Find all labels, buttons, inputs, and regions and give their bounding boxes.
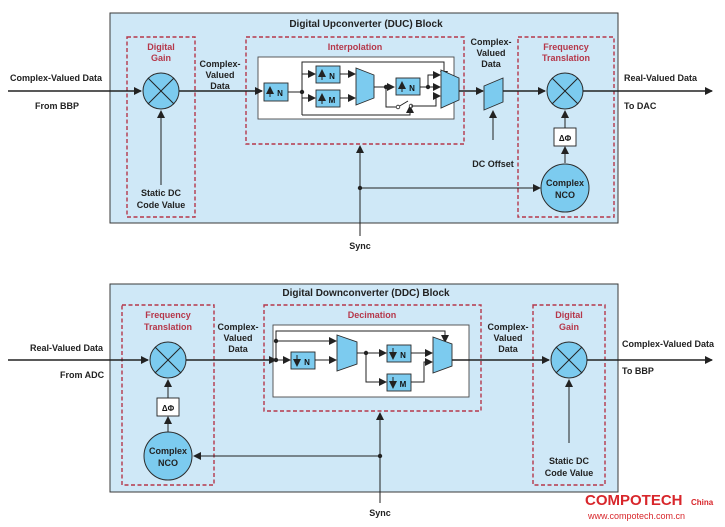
- ddc-decim-m1-block: M: [386, 373, 412, 392]
- duc-digital-gain-label-2: Gain: [151, 53, 171, 63]
- ddc-freq-multiplier: [149, 341, 187, 379]
- duc-input-label-2: From BBP: [35, 101, 79, 111]
- compotech-watermark: COMPOTECH China www.compotech.com.cn: [585, 492, 714, 521]
- duc-output-label: Real-Valued Data: [624, 73, 698, 83]
- duc-digital-gain-section: [126, 36, 196, 218]
- svg-text:ΔΦ: ΔΦ: [162, 404, 175, 413]
- ddc-frequency-translation-section: [121, 304, 215, 486]
- duc-block: Digital Upconverter (DUC) Block Digital …: [8, 12, 713, 251]
- ddc-static-dc-label-2: Code Value: [545, 468, 594, 478]
- ddc-digital-gain-label-2: Gain: [559, 322, 579, 332]
- ddc-gain-multiplier: [550, 341, 588, 379]
- duc-interp-m1-block: M: [315, 89, 341, 108]
- duc-digital-gain-label: Digital: [147, 42, 175, 52]
- duc-phase-block: ΔΦ: [553, 127, 577, 147]
- duc-mid-label2-2: Valued: [476, 48, 505, 58]
- duc-title: Digital Upconverter (DUC) Block: [289, 19, 443, 30]
- duc-mid-label2-3: Data: [481, 59, 502, 69]
- ddc-mux-1: [336, 334, 358, 372]
- duc-output-label-2: To DAC: [624, 101, 657, 111]
- ddc-input-label-2: From ADC: [60, 370, 105, 380]
- duc-mux-2: [440, 69, 460, 109]
- duc-dc-offset-adder: [483, 77, 504, 111]
- ddc-freq-trans-label: Frequency: [145, 310, 191, 320]
- ddc-output-label-2: To BBP: [622, 366, 654, 376]
- duc-mux-1: [355, 67, 375, 106]
- duc-switch-line: [385, 87, 398, 108]
- ddc-freq-trans-label-2: Translation: [144, 322, 192, 332]
- duc-gain-multiplier: [142, 72, 180, 110]
- duc-sync-label: Sync: [349, 241, 371, 251]
- svg-text:N: N: [409, 84, 415, 93]
- ddc-decim-n1-block: N: [290, 351, 316, 370]
- ddc-block: Digital Downconverter (DDC) Block Freque…: [8, 283, 715, 518]
- ddc-decimation-label: Decimation: [348, 310, 397, 320]
- duc-interp-n1-block: N: [263, 82, 289, 102]
- ddc-decim-n2-block: N: [386, 344, 412, 363]
- svg-text:ΔΦ: ΔΦ: [559, 134, 572, 143]
- duc-static-dc-label: Static DC: [141, 188, 182, 198]
- ddc-mid-label2: Complex-: [487, 322, 528, 332]
- ddc-static-dc-label: Static DC: [549, 456, 590, 466]
- duc-static-dc-label-2: Code Value: [137, 200, 186, 210]
- svg-text:Complex: Complex: [149, 446, 187, 456]
- svg-text:N: N: [304, 358, 310, 367]
- ddc-phase-block: ΔΦ: [156, 397, 180, 417]
- duc-freq-trans-label-2: Translation: [542, 53, 590, 63]
- duc-nco: Complex NCO: [540, 163, 590, 213]
- svg-text:NCO: NCO: [555, 190, 575, 200]
- ddc-mid-label-2: Valued: [223, 333, 252, 343]
- svg-text:Complex: Complex: [546, 178, 584, 188]
- svg-text:N: N: [277, 89, 283, 98]
- ddc-input-label: Real-Valued Data: [30, 343, 104, 353]
- duc-freq-multiplier: [546, 72, 584, 110]
- duc-mid-label-2: Valued: [205, 70, 234, 80]
- duc-mid-label-3: Data: [210, 81, 231, 91]
- svg-text:China: China: [691, 498, 714, 507]
- ddc-bypass-top: [275, 330, 449, 360]
- duc-input-label: Complex-Valued Data: [10, 73, 103, 83]
- ddc-mux-2: [432, 336, 453, 374]
- duc-interp-n2-block: N: [315, 65, 341, 84]
- duc-interp-n3-block: N: [395, 77, 421, 96]
- ddc-digital-gain-section: [532, 304, 606, 486]
- duc-mid-label: Complex-: [199, 59, 240, 69]
- svg-text:M: M: [400, 380, 407, 389]
- duc-freq-trans-label: Frequency: [543, 42, 589, 52]
- ddc-decimation-section: [263, 304, 482, 412]
- ddc-output-label: Complex-Valued Data: [622, 339, 715, 349]
- duc-bypass-bottom: [302, 105, 414, 116]
- svg-text:M: M: [329, 96, 336, 105]
- ddc-mid-label2-3: Data: [498, 344, 519, 354]
- svg-text:N: N: [400, 351, 406, 360]
- ddc-title: Digital Downconverter (DDC) Block: [282, 288, 450, 299]
- ddc-mid-label-3: Data: [228, 344, 249, 354]
- ddc-mid-label: Complex-: [217, 322, 258, 332]
- duc-mid-label2: Complex-: [470, 37, 511, 47]
- svg-text:NCO: NCO: [158, 458, 178, 468]
- duc-frequency-translation-section: [517, 36, 615, 218]
- svg-text:N: N: [329, 72, 335, 81]
- ddc-sync-label: Sync: [369, 508, 391, 518]
- svg-text:www.compotech.com.cn: www.compotech.com.cn: [587, 511, 685, 521]
- ddc-mid-label2-2: Valued: [493, 333, 522, 343]
- duc-interpolation-label: Interpolation: [328, 42, 383, 52]
- duc-dc-offset-label: DC Offset: [472, 159, 514, 169]
- svg-text:COMPOTECH: COMPOTECH: [585, 492, 683, 509]
- ddc-nco: Complex NCO: [143, 431, 193, 481]
- ddc-digital-gain-label: Digital: [555, 310, 583, 320]
